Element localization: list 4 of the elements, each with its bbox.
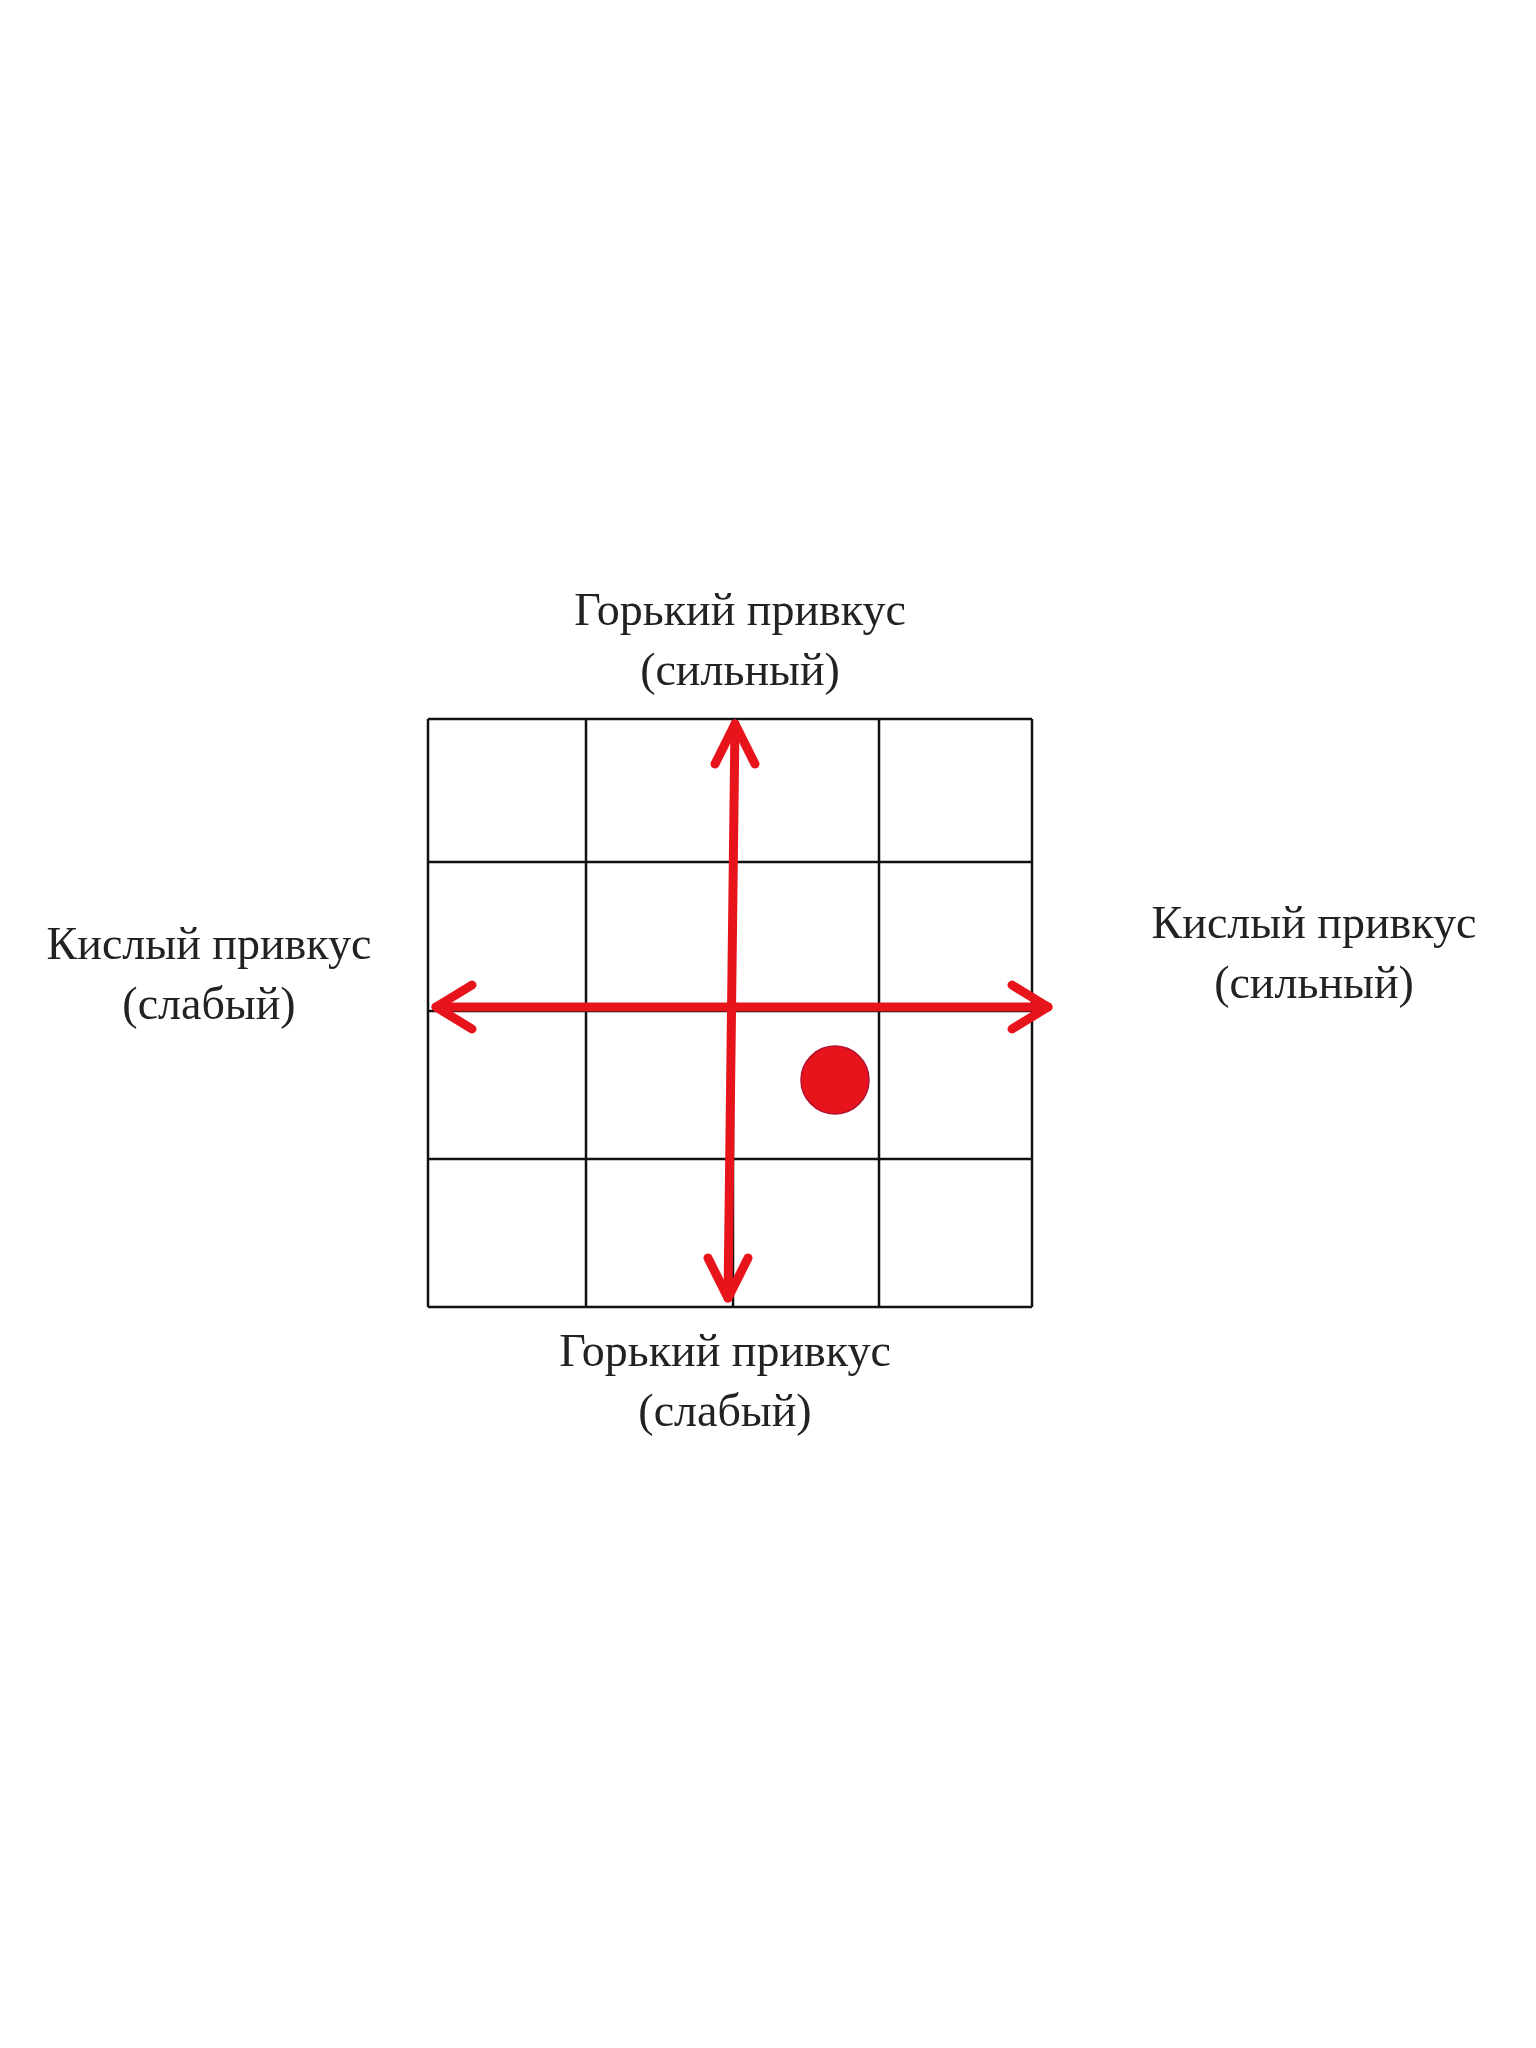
axis-label: Кислый привкус (слабый) xyxy=(45,917,373,1031)
axis-label: Горький привкус (слабый) xyxy=(558,1324,892,1438)
axis-label: Горький привкус (сильный) xyxy=(573,583,907,697)
axis-label: Кислый привкус (сильный) xyxy=(1150,896,1478,1010)
